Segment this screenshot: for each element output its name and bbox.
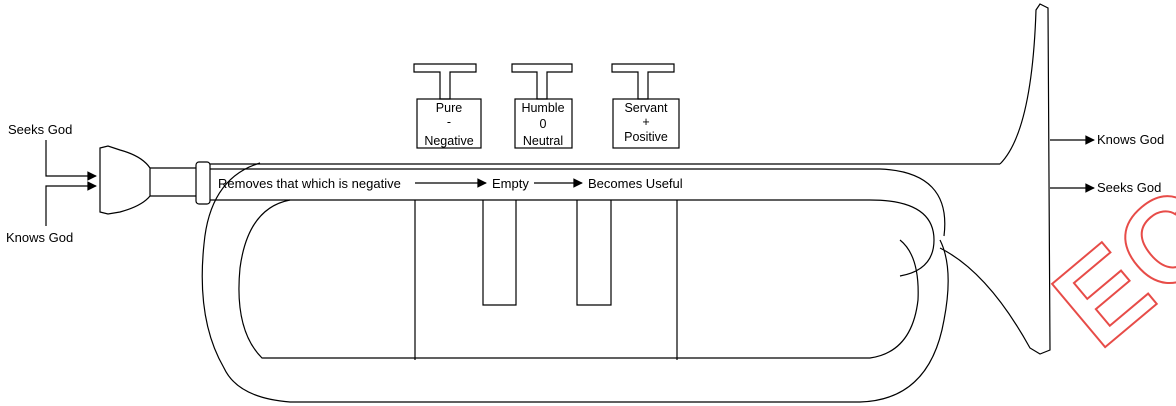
valve-button-2 [511,63,573,100]
output-label-top: Knows God [1097,132,1164,147]
valve-2-line3: Neutral [523,134,563,148]
input-label-top: Seeks God [8,122,72,137]
receiver-ring [195,161,211,205]
valve-3-line2: + [642,115,649,129]
flow-step-2: Empty [492,176,529,191]
outer-tube [201,162,949,403]
valve-1-line2: - [447,115,451,129]
flow-step-3: Becomes Useful [588,176,683,191]
valve-slide-1 [482,200,517,306]
inner-loop [238,199,919,359]
valve-1-line1: Pure [436,101,462,115]
valve-button-1 [413,63,477,100]
loop-top [210,168,946,237]
flow-step-1: Removes that which is negative [218,176,401,191]
valve-2-line1: Humble [521,101,564,115]
mouthpiece-shank [150,167,196,197]
valve-slide-2 [576,200,612,306]
input-arrow-top [45,140,97,181]
output-label-bottom: Seeks God [1097,180,1161,195]
valve-3-line1: Servant [624,101,668,115]
mouthpiece-cup [99,145,151,215]
valve-3-line3: Positive [624,130,668,144]
input-label-bottom: Knows God [6,230,73,245]
valve-2-line2: 0 [540,117,547,131]
input-arrow-bottom [45,181,97,226]
valve-button-3 [611,63,675,100]
valve-1-line3: Negative [424,134,473,148]
bell-upper [939,3,1051,355]
lead-pipe-bottom [210,199,935,277]
